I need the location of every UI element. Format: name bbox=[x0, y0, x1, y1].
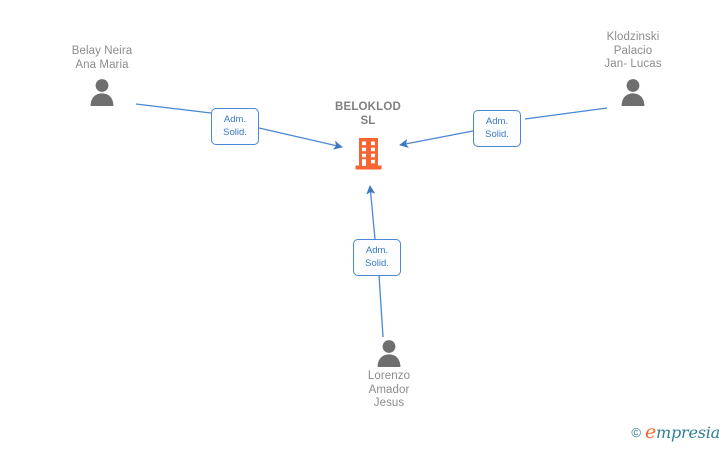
edge-label-adm-solid-bottom[interactable]: Adm. Solid. bbox=[353, 239, 401, 276]
edge-label-adm-solid-left[interactable]: Adm. Solid. bbox=[211, 108, 259, 145]
person-label: Klodzinski Palacio Jan- Lucas bbox=[604, 31, 662, 70]
person-label: Lorenzo Amador Jesus bbox=[367, 370, 411, 409]
copyright-icon: © bbox=[631, 425, 641, 440]
person-icon bbox=[90, 79, 114, 106]
person-label: Belay Neira Ana Maria bbox=[71, 45, 133, 71]
company-name-label: BELOKLOD SL bbox=[334, 101, 402, 127]
brand-wordmark: empresia bbox=[645, 423, 720, 442]
empresia-watermark: © empresia bbox=[631, 423, 720, 442]
person-node-klodzinski-palacio-jan-lucas[interactable]: Klodzinski Palacio Jan- Lucas bbox=[573, 31, 693, 106]
building-icon bbox=[355, 138, 381, 170]
person-node-belay-neira-ana-maria[interactable]: Belay Neira Ana Maria bbox=[42, 45, 162, 106]
person-icon bbox=[377, 340, 401, 367]
person-node-lorenzo-amador-jesus[interactable]: Lorenzo Amador Jesus bbox=[329, 337, 449, 411]
person-icon bbox=[621, 78, 645, 106]
company-node-beloklod-sl[interactable]: BELOKLOD SL bbox=[308, 101, 428, 170]
edge-label-adm-solid-right[interactable]: Adm. Solid. bbox=[473, 110, 521, 147]
brand-rest: mpresia bbox=[656, 423, 720, 442]
brand-initial: e bbox=[644, 421, 656, 443]
